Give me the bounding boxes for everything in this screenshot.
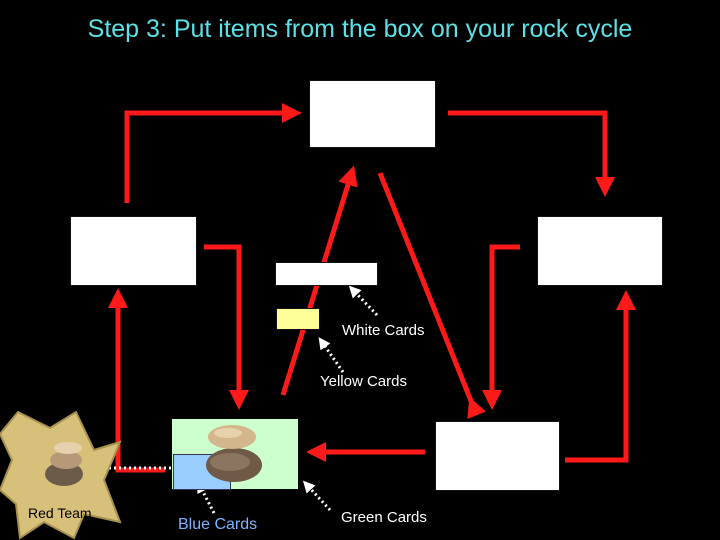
rock-stack-image — [206, 425, 262, 482]
red-team-badge — [0, 410, 122, 540]
answer-box-left — [70, 216, 197, 286]
pointer-white-cards — [348, 285, 379, 317]
label-red-team: Red Team — [28, 505, 92, 521]
pointer-yellow-cards — [318, 337, 345, 373]
cycle-arrow-left-down — [204, 244, 249, 410]
cycle-arrow-top-left-up — [124, 103, 302, 203]
answer-box-bottom-right — [435, 421, 560, 491]
cycle-arrow-right-down — [482, 244, 520, 410]
yellow-card-slot — [276, 308, 320, 330]
label-yellow-cards: Yellow Cards — [320, 373, 407, 390]
cycle-arrow-left-up — [108, 288, 165, 473]
white-card-slot — [275, 262, 378, 286]
answer-box-top — [309, 80, 436, 148]
label-white-cards: White Cards — [342, 322, 425, 339]
cycle-arrow-right-up — [565, 290, 636, 463]
pointer-green-cards — [302, 480, 332, 512]
cycle-arrow-top-right-down — [448, 110, 615, 197]
answer-box-right — [537, 216, 663, 286]
cycle-arrow-diagonal-down — [377, 172, 486, 419]
label-green-cards: Green Cards — [341, 509, 427, 526]
pointer-blue-cards — [197, 480, 216, 514]
label-blue-cards: Blue Cards — [178, 516, 258, 533]
slide-title: Step 3: Put items from the box on your r… — [87, 15, 633, 43]
